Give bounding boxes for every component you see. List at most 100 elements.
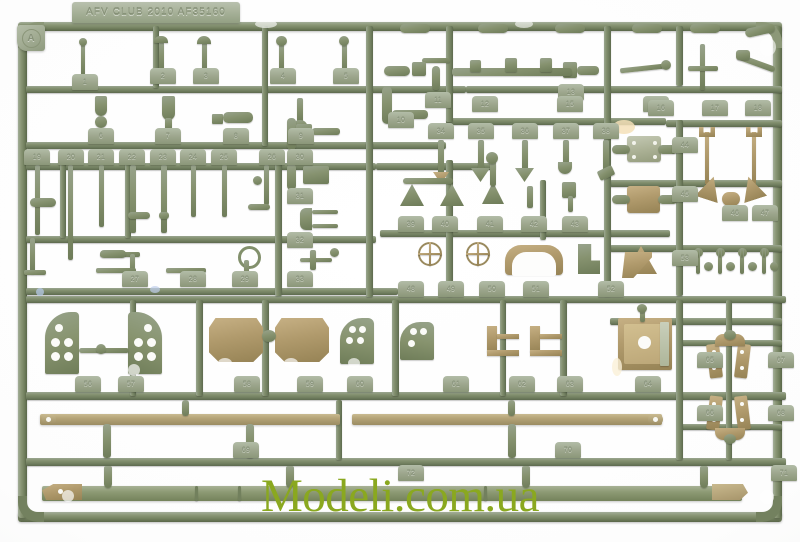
misc-part-top-center-1 <box>400 24 430 33</box>
part-22-rod <box>130 165 136 233</box>
part-29-stem <box>244 260 249 278</box>
runner-h-6 <box>26 392 786 400</box>
part-4-stem <box>279 44 284 72</box>
part-57-hole-2 <box>134 338 143 347</box>
part-number-tab-33: 33 <box>287 271 313 287</box>
part-72-seg-1 <box>195 486 198 501</box>
part-32-arm2 <box>312 224 338 228</box>
spring-tip-3 <box>741 248 743 257</box>
runner-h-2b <box>446 118 666 125</box>
part-number-tab-30: 30 <box>287 149 313 165</box>
gate-bottom-d <box>700 466 708 488</box>
part-40-yoke <box>440 184 464 206</box>
part-66-hole-1 <box>712 402 716 406</box>
runner-v-12 <box>392 300 399 396</box>
part-56-57-pin <box>96 344 106 354</box>
part-number-tab-47: 47 <box>752 205 778 221</box>
part-number-tab-21: 21 <box>88 149 114 165</box>
part-65-67-pin <box>724 330 736 340</box>
part-35-tip <box>471 168 490 182</box>
part-61-hole-2 <box>420 328 427 335</box>
runner-v-22 <box>540 180 546 240</box>
part-58-59-joint <box>262 330 276 342</box>
part-number-tab-28: 28 <box>180 271 206 287</box>
runner-v-18 <box>125 160 131 238</box>
sprue-corner-br <box>756 496 782 522</box>
runner-h-2c <box>666 120 782 127</box>
part-number-tab-27: 27 <box>122 271 148 287</box>
part-number-tab-72: 72 <box>398 465 424 481</box>
gate-bar-69-a <box>103 424 111 458</box>
part-57-hole-3 <box>147 338 156 347</box>
spring-body-3 <box>740 248 744 274</box>
part-10-body <box>382 86 392 124</box>
part-64-knob <box>637 304 647 313</box>
part-17-cross <box>688 66 718 71</box>
part-24-rod <box>191 165 196 217</box>
part-69-long-bar <box>40 414 340 425</box>
sprue-rail-right <box>773 26 782 518</box>
runner-v-6 <box>446 26 453 122</box>
part-18-head <box>736 50 750 60</box>
part-number-tab-57: 57 <box>118 376 144 392</box>
part-number-tab-40: 40 <box>432 216 458 232</box>
part-44-hole-br <box>653 155 657 159</box>
gate-bottom-a <box>104 466 112 488</box>
part-number-tab-16: 16 <box>648 100 674 116</box>
part-1-stem <box>81 42 85 76</box>
part-45-gate-r <box>658 195 678 204</box>
gate-bar-stub-top-b <box>508 400 515 416</box>
runner-v-10 <box>676 120 683 296</box>
highlight-fleck-10 <box>760 490 774 504</box>
part-59-hopper <box>275 318 329 362</box>
part-12-bracket-b <box>505 58 517 72</box>
highlight-fleck-11 <box>36 288 44 296</box>
part-11-arms <box>422 58 450 63</box>
part-13-stem <box>577 66 599 75</box>
part-number-tab-6: 6 <box>88 128 114 144</box>
part-7-stem <box>165 118 172 130</box>
runner-v-8 <box>604 26 611 122</box>
part-26-cross <box>248 204 270 210</box>
part-56-hole-5 <box>64 352 73 361</box>
part-26-ball <box>253 176 262 185</box>
part-number-tab-51: 51 <box>523 281 549 297</box>
part-33-hub <box>310 250 316 270</box>
runner-h-4b <box>380 230 670 237</box>
part-number-tab-23: 23 <box>150 149 176 165</box>
part-35-stem <box>478 140 484 172</box>
part-number-tab-65: 65 <box>697 352 723 368</box>
part-1-tip <box>79 38 87 46</box>
part-2-hook <box>154 36 168 43</box>
part-27-foot <box>24 270 46 275</box>
runner-h-4 <box>26 288 398 295</box>
part-number-tab-45: 45 <box>672 186 698 202</box>
part-number-tab-44: 44 <box>672 137 698 153</box>
runner-h-1 <box>26 86 466 93</box>
part-51-hook <box>578 244 600 274</box>
part-number-tab-52: 52 <box>598 281 624 297</box>
part-62-foot <box>487 350 519 356</box>
part-64-hole <box>638 336 651 349</box>
part-64-plate <box>660 322 669 366</box>
part-number-tab-50: 50 <box>479 281 505 297</box>
part-number-tab-62: 62 <box>509 376 535 392</box>
part-32-arm1 <box>312 210 338 214</box>
part-21-rod <box>99 165 104 227</box>
part-number-tab-68: 68 <box>768 405 794 421</box>
part-43-stem <box>568 196 573 212</box>
part-number-tab-32: 32 <box>287 232 313 248</box>
part-number-tab-64: 64 <box>635 376 661 392</box>
part-46-47-joint <box>722 192 740 206</box>
part-5-hook <box>339 36 349 46</box>
runner-v-2 <box>262 26 268 146</box>
part-34-stem <box>438 140 444 176</box>
sprue-rail-bottom <box>18 512 782 522</box>
part-number-tab-37: 37 <box>553 123 579 139</box>
part-61-fan <box>400 322 434 360</box>
part-41-ball <box>486 152 498 164</box>
part-number-tab-34: 34 <box>428 123 454 139</box>
part-number-tab-41: 41 <box>477 216 503 232</box>
part-number-tab-8: 8 <box>223 128 249 144</box>
